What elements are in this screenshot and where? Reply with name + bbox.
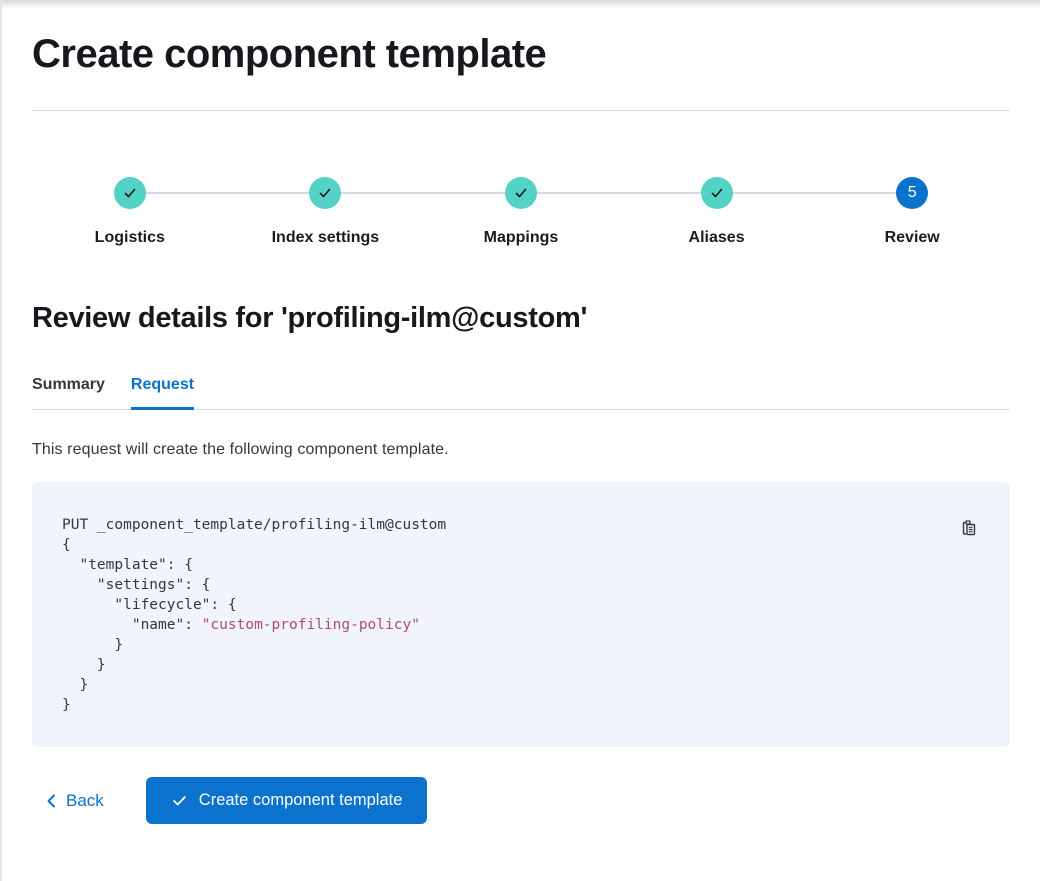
code-line: } — [62, 657, 106, 673]
chevron-left-icon — [47, 794, 55, 807]
left-edge-border — [0, 0, 2, 881]
step-label: Index settings — [271, 229, 380, 246]
request-code-block: PUT _component_template/profiling-ilm@cu… — [32, 482, 1010, 747]
step-number: 5 — [907, 184, 917, 201]
header-divider — [32, 110, 1010, 111]
step-complete-circle — [700, 177, 733, 209]
request-description: This request will create the following c… — [32, 441, 449, 458]
check-icon — [515, 188, 527, 198]
create-component-template-button[interactable]: Create component template — [145, 777, 428, 824]
tab-request[interactable]: Request — [130, 374, 195, 410]
page-title: Create component template — [32, 32, 547, 76]
step-complete-circle — [504, 177, 537, 209]
step-label: Mappings — [483, 229, 559, 246]
step-aliases[interactable]: Aliases — [619, 177, 815, 248]
step-mappings[interactable]: Mappings — [423, 177, 619, 248]
code-line: "name": "custom-profiling-policy" — [62, 617, 420, 633]
create-component-template-page: Create component template Logistics Inde… — [32, 32, 1010, 824]
copy-to-clipboard-button[interactable] — [959, 518, 979, 538]
step-index-settings[interactable]: Index settings — [228, 177, 424, 248]
back-button-label: Back — [66, 790, 104, 810]
step-label: Aliases — [688, 229, 745, 246]
submit-button-label: Create component template — [198, 791, 403, 809]
code-line: PUT _component_template/profiling-ilm@cu… — [62, 517, 447, 533]
review-tabs: Summary Request — [32, 374, 1010, 410]
footer-actions: Back Create component template — [32, 777, 1010, 824]
step-label: Review — [884, 229, 940, 246]
check-icon — [711, 188, 722, 198]
step-logistics[interactable]: Logistics — [32, 177, 228, 248]
step-complete-circle — [113, 177, 146, 209]
code-lines: PUT _component_template/profiling-ilm@cu… — [62, 515, 980, 715]
review-heading: Review details for 'profiling-ilm@custom… — [32, 302, 588, 334]
step-current-circle: 5 — [896, 177, 929, 209]
tab-summary[interactable]: Summary — [32, 376, 105, 393]
code-line: "settings": { — [62, 577, 211, 593]
step-review[interactable]: 5 Review — [814, 177, 1010, 248]
copy-clipboard-icon — [962, 520, 976, 536]
code-line: } — [62, 677, 89, 693]
check-icon — [320, 188, 331, 198]
wizard-stepper: Logistics Index settings Mappings — [32, 177, 1010, 248]
check-icon — [124, 188, 136, 198]
code-line: "lifecycle": { — [62, 597, 237, 613]
code-line: { — [62, 537, 71, 553]
back-button[interactable]: Back — [44, 791, 104, 811]
code-line: } — [62, 637, 124, 653]
code-line: } — [62, 697, 71, 713]
step-label: Logistics — [94, 229, 165, 246]
step-complete-circle — [309, 177, 342, 209]
code-line: "template": { — [62, 557, 193, 573]
check-icon — [173, 796, 186, 806]
